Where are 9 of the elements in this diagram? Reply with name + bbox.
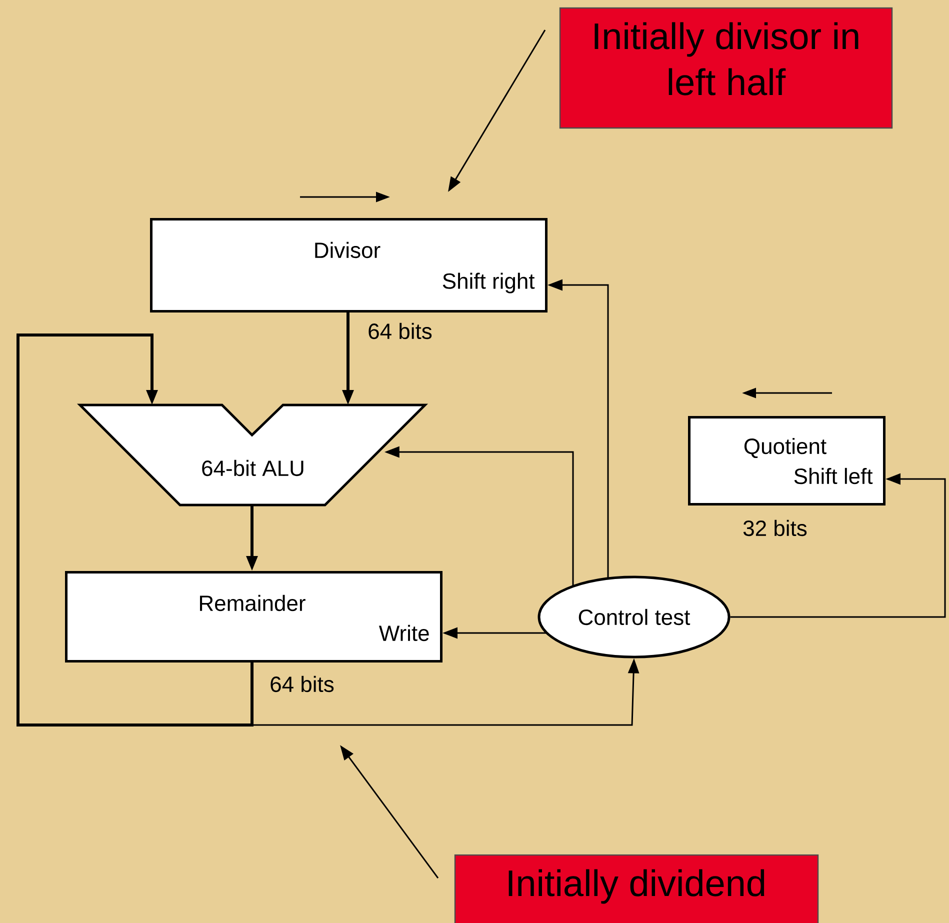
callout-box: Initially divisor in left half — [559, 7, 893, 129]
bit-width-label: 32 bits — [743, 520, 807, 536]
edge-label: 64 bits — [368, 322, 432, 340]
register-box: Remainder Write — [65, 571, 442, 662]
callout-box: Initially dividend — [454, 854, 819, 923]
arrow — [16, 334, 254, 726]
register-box: Divisor Shift right — [150, 218, 548, 312]
edge-label: 64 bits — [270, 676, 334, 692]
register-box: Quotient Shift left 32 bits — [688, 416, 886, 536]
